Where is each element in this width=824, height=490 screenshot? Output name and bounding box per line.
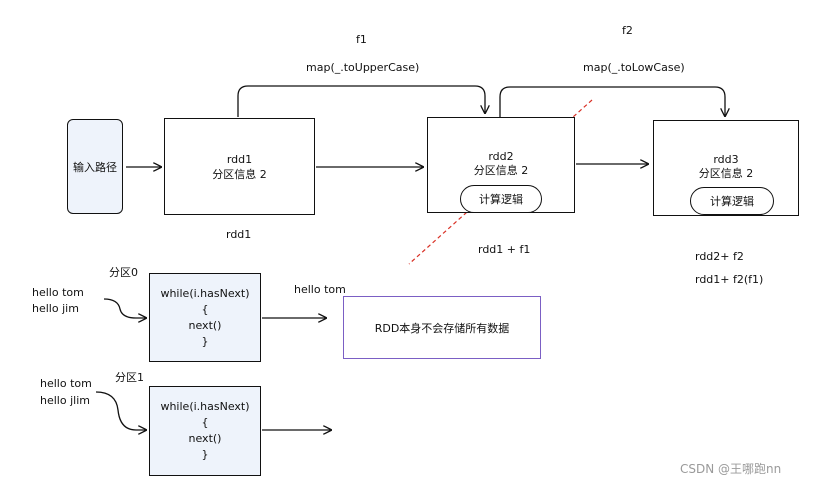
f1-label: f1 xyxy=(356,33,367,46)
partition0-code-line-2: { xyxy=(201,302,209,316)
rdd3-logic-label: 计算逻辑 xyxy=(710,195,754,208)
rdd2-logic-pill: 计算逻辑 xyxy=(460,185,542,213)
note-text: RDD本身不会存储所有数据 xyxy=(374,321,510,335)
bracket-f2 xyxy=(499,86,725,117)
partition0-input-line-1: hello tom xyxy=(32,286,84,299)
partition1-code-line-3: next() xyxy=(188,432,222,445)
watermark: CSDN @王哪跑nn xyxy=(680,462,782,476)
input-path-label: 输入路径 xyxy=(73,160,117,174)
rdd3-logic-pill: 计算逻辑 xyxy=(690,187,774,215)
rdd2-caption: rdd1 + f1 xyxy=(478,243,531,256)
partition1-input-line-2: hello jlim xyxy=(40,394,90,407)
partition0-input-line-2: hello jim xyxy=(32,302,79,315)
partition1-input-line-1: hello tom xyxy=(40,377,92,390)
rdd3-partition: 分区信息 2 xyxy=(698,167,754,180)
rdd1-box: rdd1 分区信息 2 xyxy=(164,118,315,215)
partition0-label: 分区0 xyxy=(109,266,138,279)
rdd2-logic-label: 计算逻辑 xyxy=(479,193,523,206)
f1-op-label: map(_.toUpperCase) xyxy=(306,61,420,74)
rdd3-caption-2: rdd1+ f2(f1) xyxy=(695,273,764,286)
partition1-code-line-1: while(i.hasNext) xyxy=(160,400,250,413)
input-path-box: 输入路径 xyxy=(67,119,123,214)
partition0-code-line-1: while(i.hasNext) xyxy=(160,286,250,300)
curve-partition1-input xyxy=(95,391,146,430)
partition1-label: 分区1 xyxy=(115,371,144,384)
partition1-code-line-2: { xyxy=(201,416,209,429)
partition0-code-line-3: next() xyxy=(188,318,222,332)
rdd1-partition: 分区信息 2 xyxy=(212,167,267,181)
rdd3-name: rdd3 xyxy=(713,153,739,166)
rdd2-partition: 分区信息 2 xyxy=(473,164,529,177)
partition1-code-box: while(i.hasNext) { next() } xyxy=(149,386,261,476)
partition0-code-line-4: } xyxy=(201,334,209,348)
f2-op-label: map(_.toLowCase) xyxy=(583,61,685,74)
partition0-code-box: while(i.hasNext) { next() } xyxy=(149,273,261,362)
f2-label: f2 xyxy=(622,24,633,37)
note-box: RDD本身不会存储所有数据 xyxy=(343,296,541,359)
rdd3-box: rdd3 分区信息 2 xyxy=(653,120,799,216)
rdd1-caption: rdd1 xyxy=(226,228,252,241)
rdd2-name: rdd2 xyxy=(488,150,514,163)
rdd3-caption-1: rdd2+ f2 xyxy=(695,250,744,263)
partition1-code-line-4: } xyxy=(201,448,209,461)
partition0-output: hello tom xyxy=(294,283,346,296)
rdd1-name: rdd1 xyxy=(226,152,253,166)
curve-partition0-input xyxy=(103,298,146,318)
bracket-f1 xyxy=(237,85,485,117)
